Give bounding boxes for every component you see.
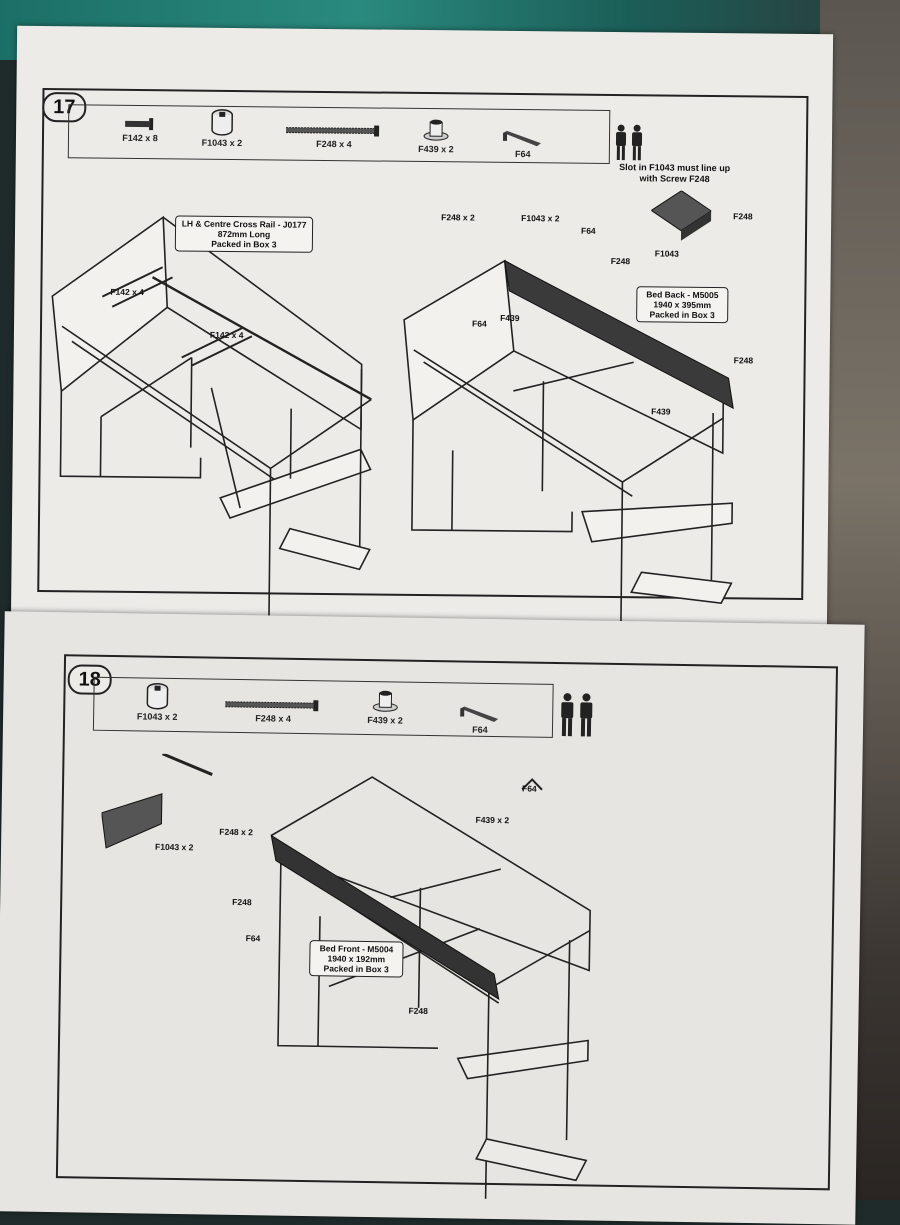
step-17-frame-drawing-right <box>403 259 734 633</box>
instruction-page-step-17: 17 F142 x 8 F1043 x 2 F248 x 4 F439 x 2 … <box>10 25 834 635</box>
slot-alignment-note: Slot in F1043 must line up with Screw F2… <box>619 162 731 185</box>
barrel-nut-icon <box>372 690 398 712</box>
label-f248-b: F248 <box>408 1005 428 1016</box>
cross-rail-callout: LH & Centre Cross Rail - J0177 872mm Lon… <box>174 215 314 253</box>
label-f248-a: F248 <box>232 896 252 908</box>
label-f64-b: F64 <box>472 318 487 329</box>
label-f64-a: F64 <box>580 225 596 236</box>
part-f1043: F1043 x 2 <box>192 108 252 149</box>
cam-barrel-icon <box>146 682 169 710</box>
allen-key-icon <box>502 130 541 147</box>
label-f248-a: F248 <box>610 255 631 267</box>
label-f142-a: F142 x 4 <box>110 286 144 298</box>
label-f248-c: F248 <box>733 355 754 366</box>
part-f64: F64 <box>498 129 548 160</box>
label-f439-a: F439 <box>500 312 520 324</box>
bed-front-callout: Bed Front - M5004 1940 x 192mm Packed in… <box>309 940 404 978</box>
label-f439-b: F439 <box>651 406 671 417</box>
label-f439x2: F439 x 2 <box>475 814 510 826</box>
label-f1043x2: F1043 x 2 <box>155 841 194 853</box>
part-f64: F64 <box>455 704 505 735</box>
long-bolt-icon <box>225 700 319 712</box>
part-f142: F142 x 8 <box>112 117 168 144</box>
long-bolt-icon <box>286 125 380 137</box>
label-f248x2: F248 x 2 <box>441 212 475 223</box>
bed-back-callout: Bed Back - M5005 1940 x 395mm Packed in … <box>636 286 729 324</box>
label-f1043: F1043 <box>654 248 679 259</box>
instruction-page-step-18: 18 F1043 x 2 F248 x 4 F439 x 2 F64 <box>0 611 865 1225</box>
label-f248-b: F248 <box>733 211 753 222</box>
label-f142-b: F142 x 4 <box>209 329 244 341</box>
step-18-frame-drawing <box>101 752 591 1199</box>
part-f1043: F1043 x 2 <box>127 681 188 722</box>
cam-barrel-icon <box>211 109 233 136</box>
allen-key-icon <box>460 706 499 722</box>
two-person-icon <box>557 692 598 746</box>
barrel-nut-icon <box>423 119 449 141</box>
label-f64-a: F64 <box>245 933 261 944</box>
part-f439: F439 x 2 <box>357 689 414 726</box>
cam-slot-detail <box>650 190 712 241</box>
part-f439: F439 x 2 <box>408 118 464 155</box>
part-f248: F248 x 4 <box>221 699 325 725</box>
label-f64-top: F64 <box>521 783 537 794</box>
screw-bolt-icon <box>125 118 154 131</box>
part-f248: F248 x 4 <box>282 125 386 150</box>
step-17-frame-drawing-left <box>51 215 372 619</box>
label-f1043x2: F1043 x 2 <box>521 213 560 224</box>
two-person-icon <box>612 124 646 169</box>
label-f248x2: F248 x 2 <box>219 826 253 838</box>
